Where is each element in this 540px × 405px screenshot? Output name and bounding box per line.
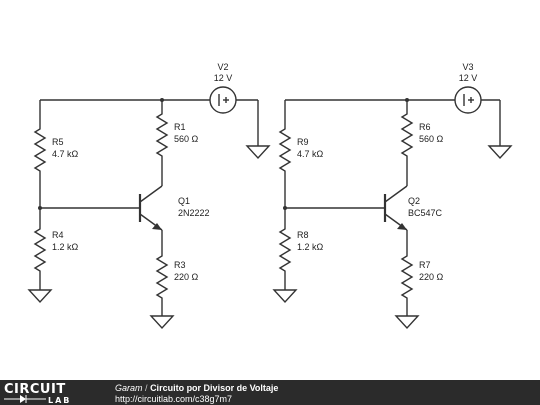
r5-name: R5	[52, 137, 64, 147]
q2-model: BC547C	[408, 208, 443, 218]
ground-r8	[273, 281, 297, 303]
resistor-r6[interactable]	[401, 109, 413, 161]
voltage-source-v3[interactable]	[454, 86, 482, 114]
circuit-left: V2 12 V R5 4.7 kΩ R4 1.2 kΩ R1 560 Ω Q1 …	[28, 62, 270, 329]
r8-value: 1.2 kΩ	[297, 242, 324, 252]
circuit-meta: Garam / Circuito por Divisor de Voltaje …	[115, 383, 278, 405]
r1-value: 560 Ω	[174, 134, 199, 144]
circuit-url-link[interactable]: http://circuitlab.com/c38g7m7	[115, 394, 233, 404]
ground-r4	[28, 281, 52, 303]
v2-name: V2	[217, 62, 228, 72]
r8-name: R8	[297, 230, 309, 240]
footer-bar: CIRCUIT LAB Garam / Circuito por Divisor…	[0, 380, 540, 405]
resistor-r1[interactable]	[156, 109, 168, 161]
diode-logo-icon	[4, 395, 46, 403]
resistor-r3[interactable]	[156, 251, 168, 303]
resistor-r9[interactable]	[279, 124, 291, 176]
r4-name: R4	[52, 230, 64, 240]
resistor-r7[interactable]	[401, 251, 413, 303]
r9-value: 4.7 kΩ	[297, 149, 324, 159]
title-separator: /	[145, 383, 148, 393]
circuit-right: V3 12 V R9 4.7 kΩ R8 1.2 kΩ R6 560 Ω Q2 …	[273, 62, 512, 329]
resistor-r5[interactable]	[34, 124, 46, 176]
transistor-q2[interactable]	[361, 176, 409, 240]
r7-value: 220 Ω	[419, 272, 444, 282]
ground-v2	[246, 137, 270, 159]
logo-circuit-text: CIRCUIT	[4, 382, 66, 397]
logo-lab-text: LAB	[48, 396, 72, 405]
r1-name: R1	[174, 122, 186, 132]
q2-name: Q2	[408, 196, 420, 206]
ground-r3	[150, 307, 174, 329]
v3-name: V3	[462, 62, 473, 72]
ground-v3	[488, 137, 512, 159]
v2-value: 12 V	[214, 73, 233, 83]
r9-name: R9	[297, 137, 309, 147]
r5-value: 4.7 kΩ	[52, 149, 79, 159]
r3-value: 220 Ω	[174, 272, 199, 282]
voltage-source-v2[interactable]	[209, 86, 237, 114]
resistor-r4[interactable]	[34, 224, 46, 276]
v3-value: 12 V	[459, 73, 478, 83]
q1-model: 2N2222	[178, 208, 210, 218]
author-link[interactable]: Garam	[115, 383, 143, 393]
schematic-canvas[interactable]: V2 12 V R5 4.7 kΩ R4 1.2 kΩ R1 560 Ω Q1 …	[0, 0, 540, 380]
q1-name: Q1	[178, 196, 190, 206]
resistor-r8[interactable]	[279, 224, 291, 276]
r7-name: R7	[419, 260, 431, 270]
circuit-title: Circuito por Divisor de Voltaje	[150, 383, 279, 393]
r4-value: 1.2 kΩ	[52, 242, 79, 252]
transistor-q1[interactable]	[116, 176, 164, 240]
ground-r7	[395, 307, 419, 329]
r3-name: R3	[174, 260, 186, 270]
r6-name: R6	[419, 122, 431, 132]
r6-value: 560 Ω	[419, 134, 444, 144]
